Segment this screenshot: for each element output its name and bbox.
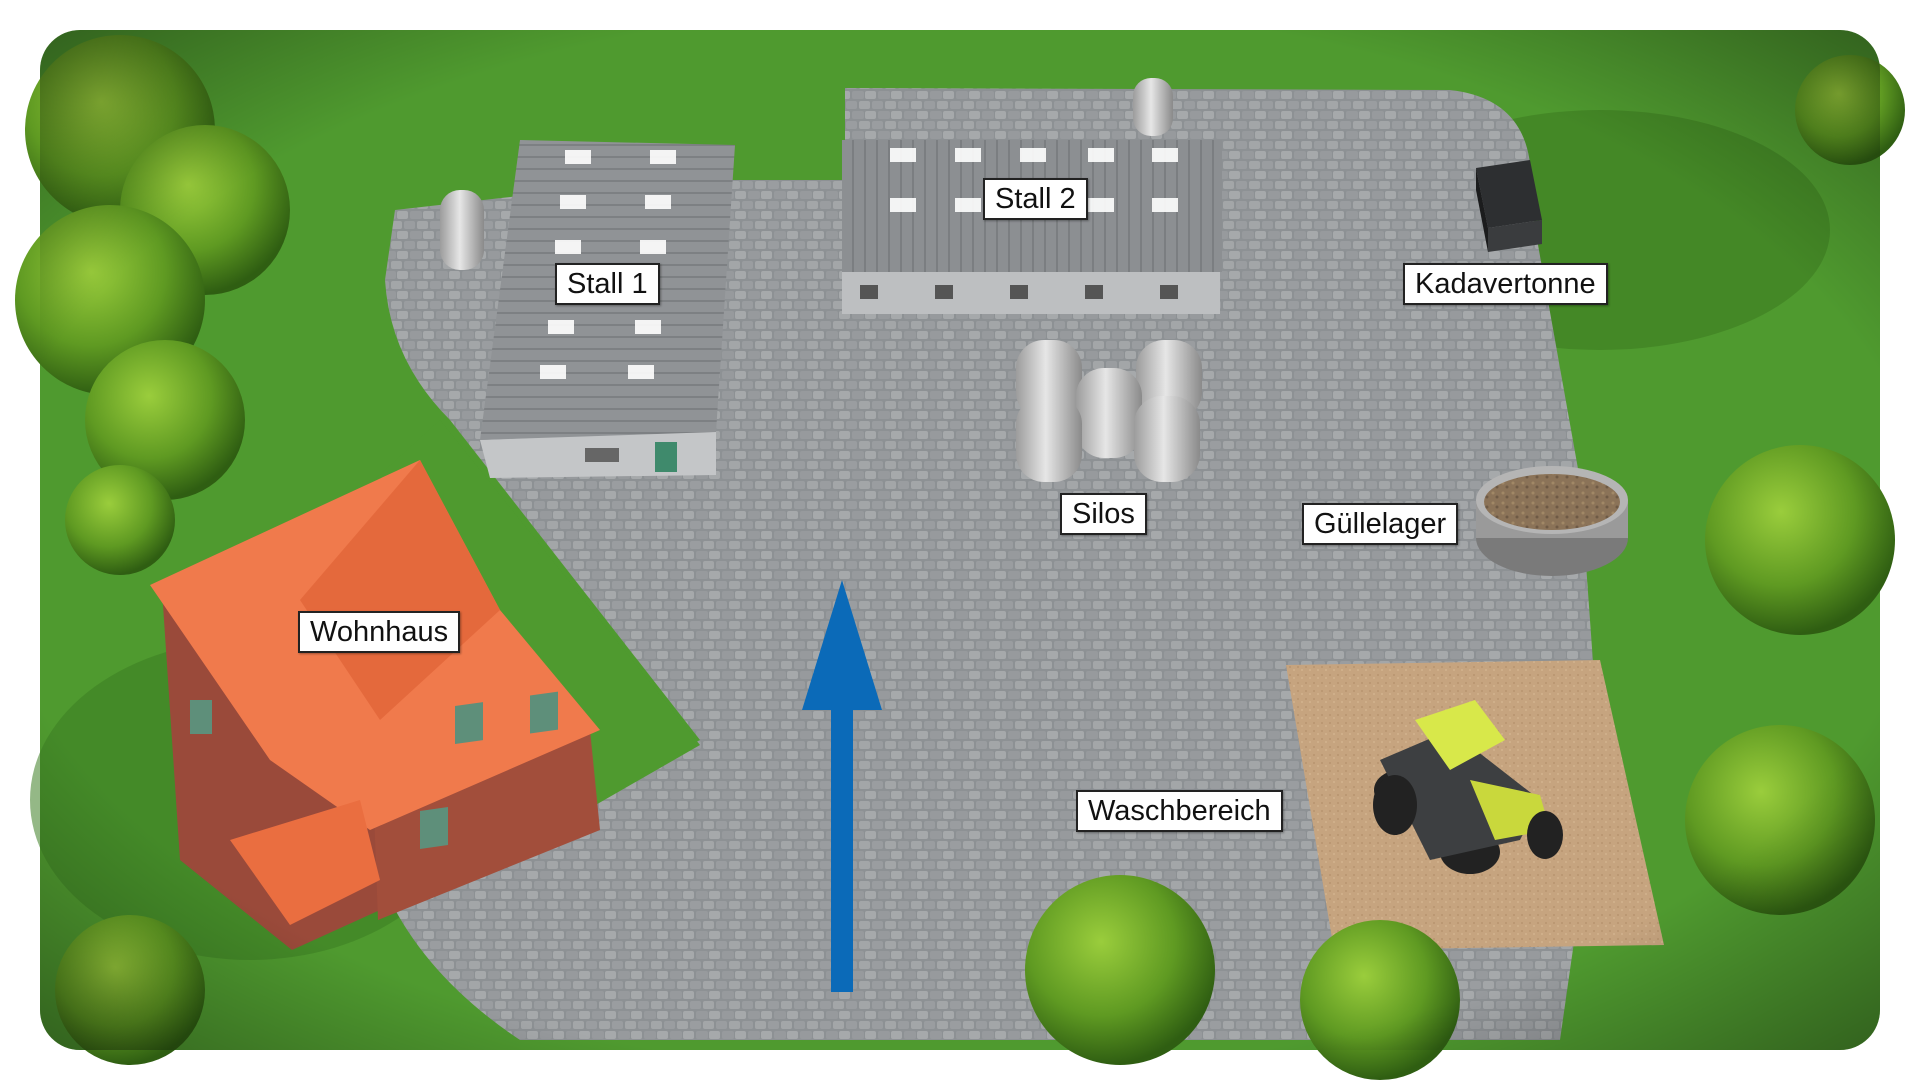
label-wohnhaus: Wohnhaus (298, 611, 461, 653)
label-guellelager: Güllelager (1302, 503, 1459, 545)
label-stall-2: Stall 2 (983, 178, 1088, 220)
label-silos: Silos (1060, 493, 1147, 535)
label-waschbereich: Waschbereich (1076, 790, 1283, 832)
label-stall-1: Stall 1 (555, 263, 660, 305)
map-vignette (40, 30, 1880, 1050)
label-kadavertonne: Kadavertonne (1403, 263, 1608, 305)
